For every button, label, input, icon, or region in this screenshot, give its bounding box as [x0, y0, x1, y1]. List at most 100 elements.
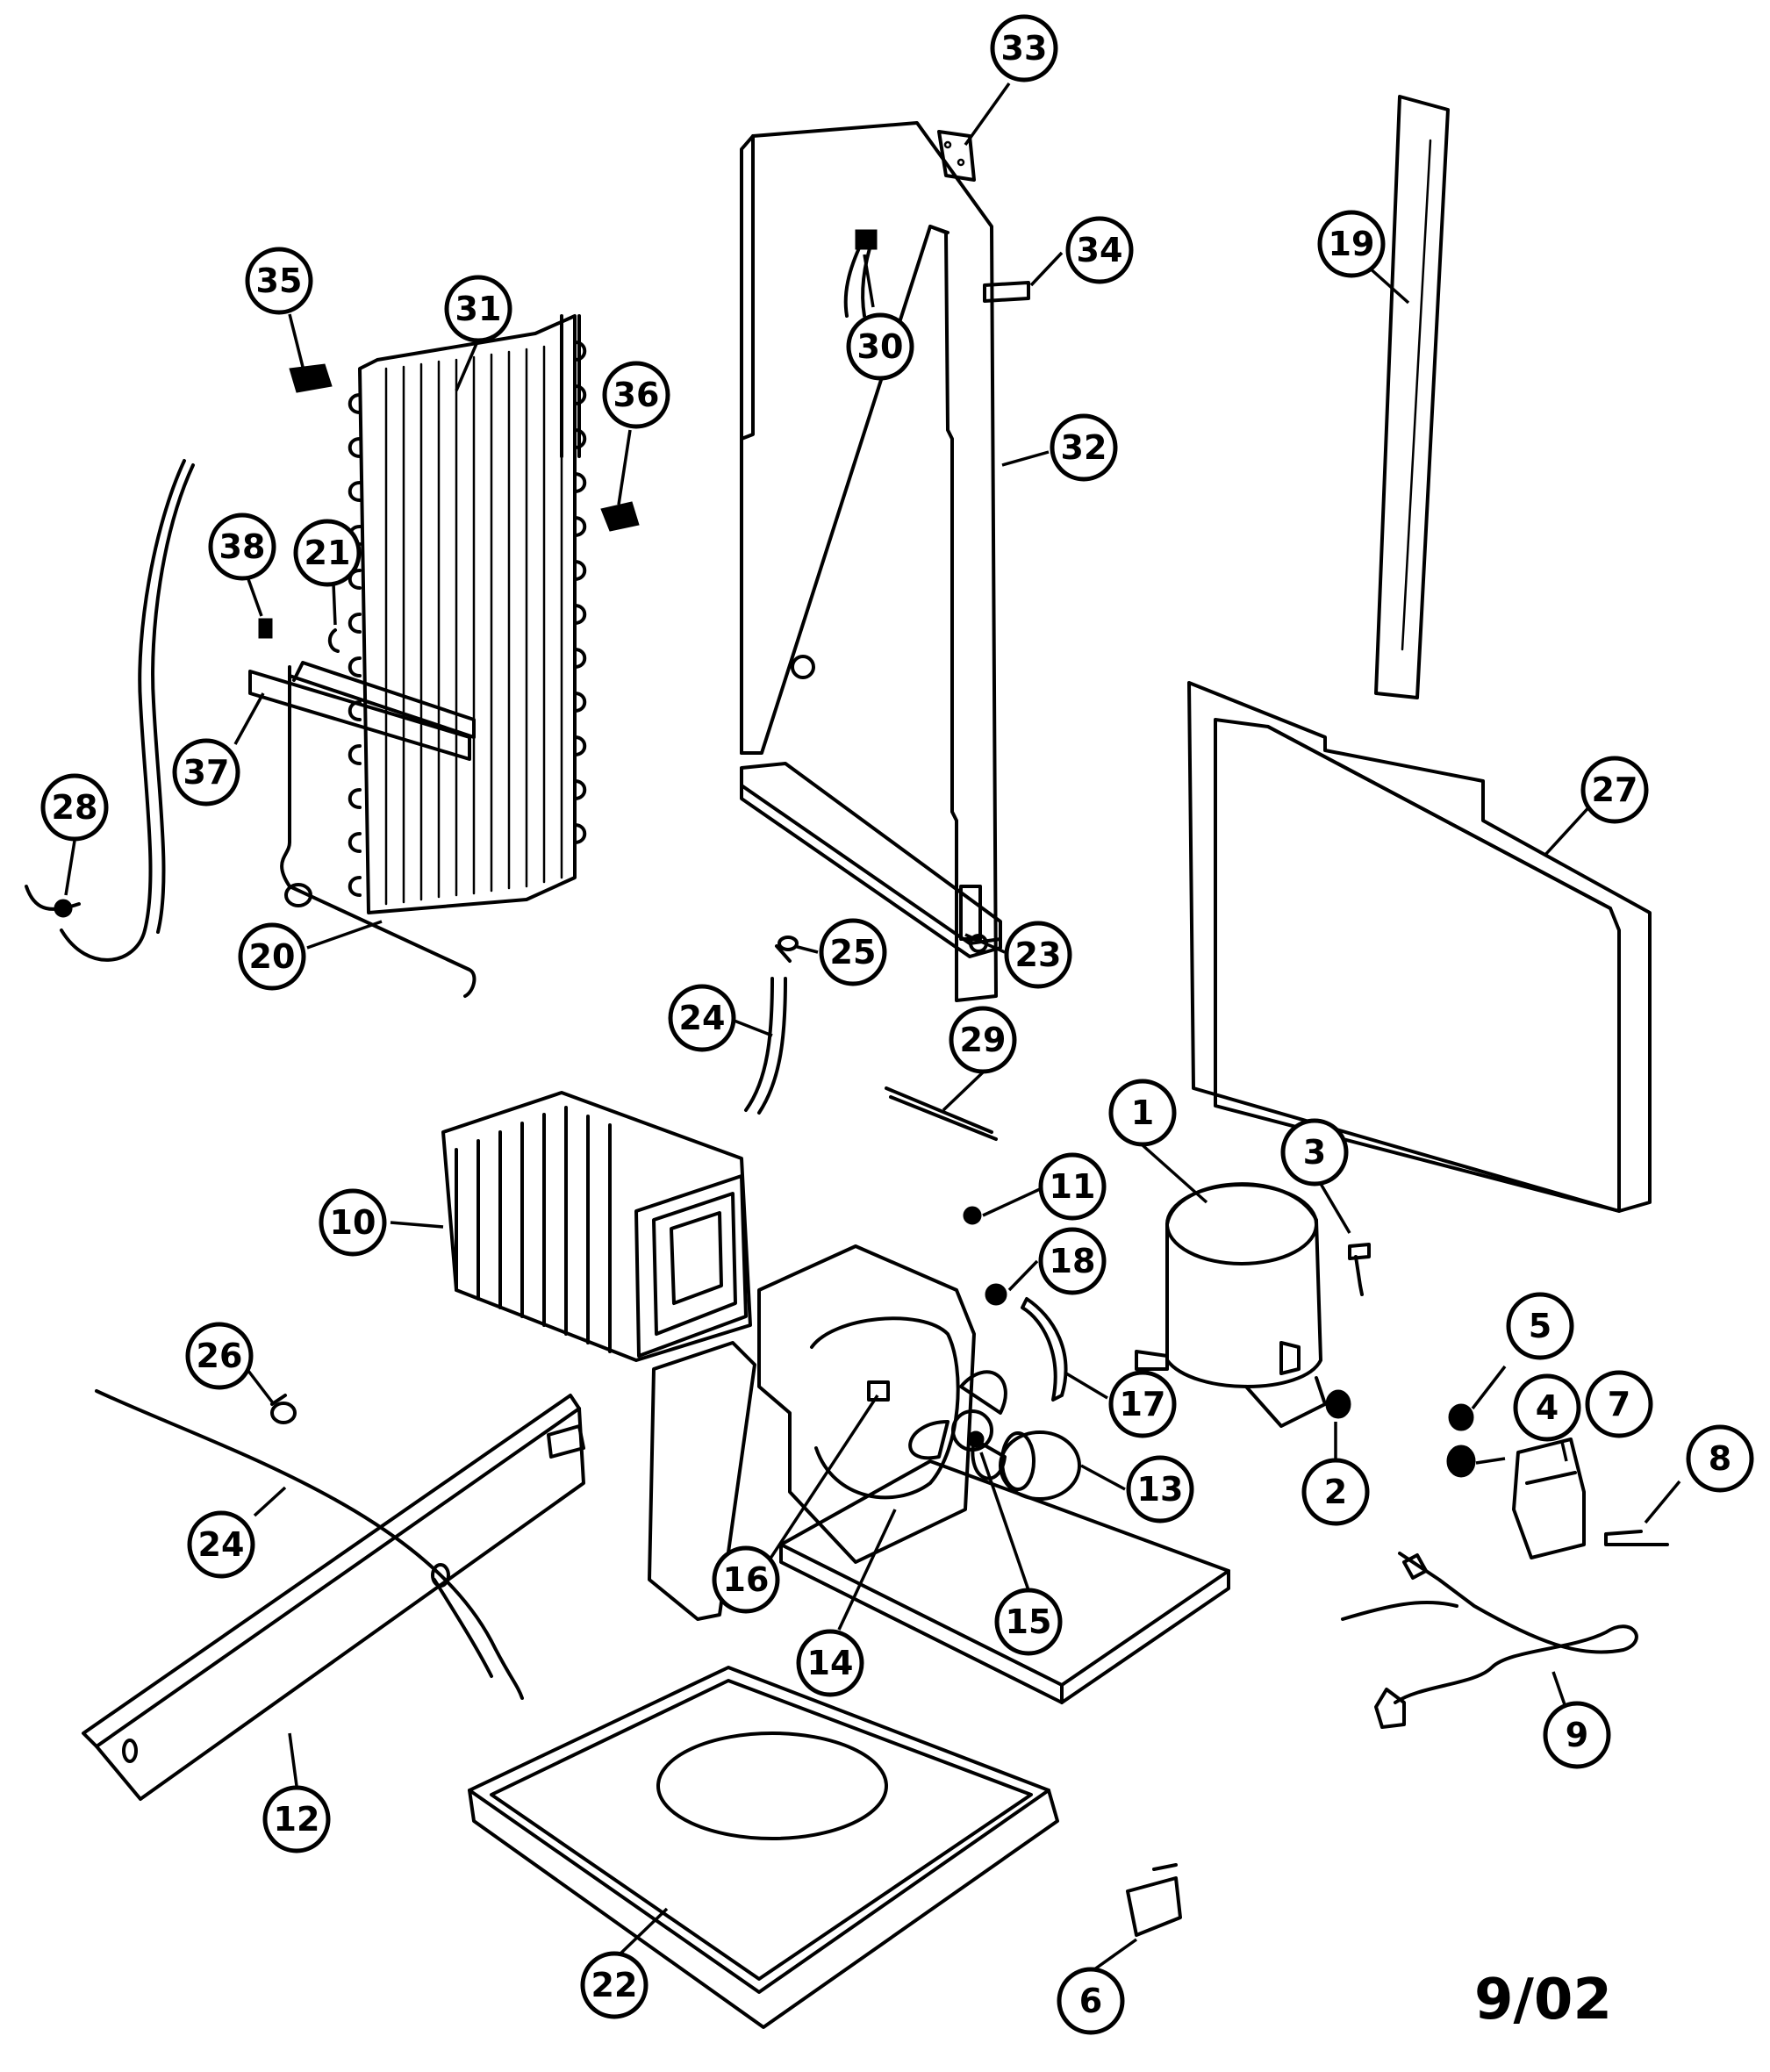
callout-label: 18: [1050, 1242, 1096, 1280]
part-fan-blade: [908, 1370, 1007, 1481]
part-grommet-2: [1325, 1389, 1351, 1419]
callout-37: 37: [172, 738, 240, 807]
callout-8: 8: [1686, 1424, 1754, 1493]
part-base-plate: [779, 1459, 1230, 1704]
part-grommet-5: [1448, 1403, 1474, 1431]
callout-24-lower: 24: [187, 1510, 255, 1579]
part-front-rail: [82, 1394, 585, 1801]
part-wire-harness: [843, 229, 878, 318]
callout-label: 6: [1079, 1982, 1102, 2020]
callout-label: 28: [52, 788, 98, 827]
part-clip: [983, 281, 1030, 303]
callout-label: 11: [1050, 1167, 1096, 1206]
callout-label: 32: [1061, 428, 1107, 467]
callout-label: 24: [679, 999, 726, 1037]
callout-label: 13: [1137, 1470, 1184, 1509]
part-drain-tube-lower: [95, 1389, 524, 1700]
callout-label: 22: [591, 1966, 638, 2004]
part-fan-motor: [999, 1430, 1081, 1501]
callout-label: 9: [1566, 1716, 1588, 1754]
callout-32: 32: [1050, 413, 1118, 482]
callout-24-upper: 24: [668, 984, 736, 1052]
callout-label: 7: [1608, 1385, 1630, 1423]
callout-label: 38: [219, 527, 266, 566]
part-hose-clamp: [270, 1394, 297, 1424]
leader-lines: [64, 82, 1681, 1974]
part-fan-shroud: [757, 1244, 976, 1564]
callout-38: 38: [208, 513, 276, 581]
callout-label: 27: [1592, 771, 1638, 809]
part-top-bracket: [937, 130, 976, 182]
callout-6: 6: [1057, 1967, 1125, 2035]
callout-label: 5: [1529, 1307, 1551, 1345]
callout-label: 35: [256, 262, 303, 300]
callout-label: 19: [1329, 225, 1375, 263]
callout-label: 33: [1001, 29, 1048, 68]
callout-label: 17: [1120, 1385, 1166, 1423]
callout-17: 17: [1108, 1370, 1177, 1438]
callout-2: 2: [1301, 1458, 1370, 1526]
callout-23: 23: [1004, 921, 1072, 989]
revision-label: 9/02: [1474, 1968, 1612, 2033]
callout-label: 20: [249, 937, 296, 976]
part-power-cord: [1341, 1552, 1638, 1729]
part-tube-clamp: [775, 936, 799, 963]
callout-label: 14: [807, 1644, 854, 1682]
callout-12: 12: [262, 1785, 331, 1853]
part-capillary-tube: [885, 1086, 998, 1141]
callout-label: 1: [1131, 1093, 1154, 1132]
callout-label: 31: [455, 290, 502, 328]
callout-label: 12: [274, 1800, 320, 1839]
callout-label: 3: [1303, 1133, 1326, 1172]
callout-29: 29: [949, 1006, 1017, 1074]
callout-15: 15: [994, 1588, 1063, 1656]
callout-34: 34: [1065, 216, 1134, 284]
part-grommet-4: [1446, 1445, 1476, 1478]
callout-label: 21: [305, 534, 351, 572]
callout-19: 19: [1317, 210, 1386, 278]
part-grommet-11: [963, 1206, 982, 1225]
callout-30: 30: [846, 312, 914, 381]
callout-36: 36: [602, 361, 670, 429]
callout-label: 36: [613, 376, 660, 414]
callout-16: 16: [712, 1545, 780, 1614]
callout-31: 31: [444, 275, 512, 343]
callout-label: 10: [330, 1203, 376, 1242]
part-heater-wire: [280, 665, 477, 998]
callout-4: 4: [1513, 1373, 1581, 1442]
callout-21: 21: [293, 519, 362, 587]
callout-35: 35: [245, 247, 313, 315]
part-fan-strap: [1021, 1297, 1068, 1402]
part-pad-left: [289, 363, 333, 393]
part-capacitor: [1126, 1863, 1182, 1937]
part-evaporator-coil: [441, 1091, 752, 1362]
part-drain-trough: [740, 762, 1002, 958]
callout-9: 9: [1543, 1701, 1611, 1769]
callout-13: 13: [1126, 1455, 1194, 1524]
part-hook: [327, 628, 340, 653]
callout-label: 15: [1006, 1602, 1052, 1641]
callout-18: 18: [1038, 1227, 1107, 1295]
callout-label: 4: [1536, 1388, 1559, 1427]
part-fan-hub: [967, 1430, 985, 1448]
part-clip-small: [258, 618, 273, 639]
callout-3: 3: [1280, 1118, 1349, 1187]
part-coil-bracket: [248, 661, 476, 761]
callout-label: 37: [183, 753, 230, 792]
part-drain-cord: [25, 459, 195, 962]
callout-7: 7: [1585, 1370, 1653, 1438]
callout-14: 14: [796, 1629, 864, 1697]
callout-11: 11: [1038, 1152, 1107, 1221]
part-relay: [1512, 1437, 1586, 1559]
callout-20: 20: [238, 922, 306, 991]
part-drain-pan: [468, 1666, 1059, 2029]
callout-27: 27: [1580, 756, 1649, 824]
callout-label: 2: [1324, 1473, 1347, 1511]
callout-22: 22: [580, 1951, 649, 2019]
callout-28: 28: [40, 773, 109, 842]
callout-label: 24: [198, 1525, 245, 1564]
callout-10: 10: [319, 1188, 387, 1257]
callout-label: 29: [960, 1021, 1007, 1059]
callout-1: 1: [1108, 1079, 1177, 1147]
